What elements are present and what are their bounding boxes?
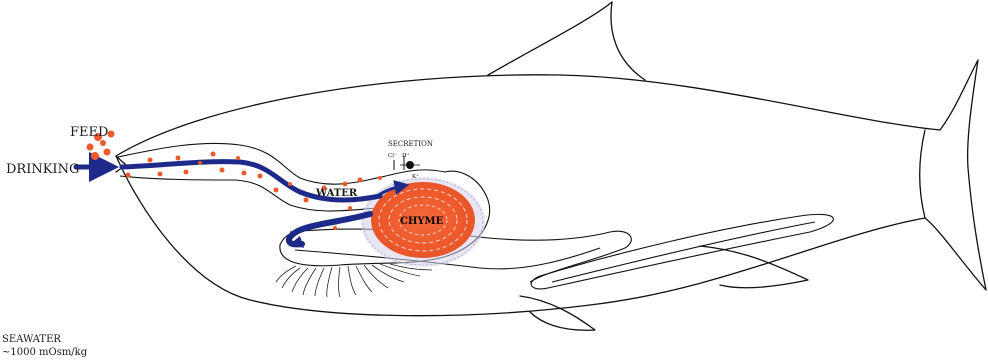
pelvic-fin (520, 296, 595, 330)
intestine-rear (531, 214, 833, 289)
seawater-title: SEAWATER (2, 334, 61, 345)
caudal-fin-base (920, 130, 925, 218)
fish-body (116, 60, 986, 316)
drinking-label: DRINKING (6, 162, 79, 177)
hydrogen-label: H⁺ (402, 153, 410, 159)
potassium-label: K⁺ (412, 174, 419, 180)
secretion-label: SECRETION (388, 140, 433, 148)
seawater-osmolality: ~1000 mOsm/kg (2, 347, 88, 358)
chyme-label: CHYME (400, 216, 444, 227)
feed-label: FEED (70, 125, 108, 140)
fish-outline (116, 2, 986, 330)
chloride-label: Cl⁻ (388, 153, 397, 159)
water-label: WATER (315, 188, 358, 199)
dorsal-fin (488, 2, 645, 80)
pyloric-caeca (276, 264, 432, 297)
intestine-lumen (552, 222, 815, 282)
